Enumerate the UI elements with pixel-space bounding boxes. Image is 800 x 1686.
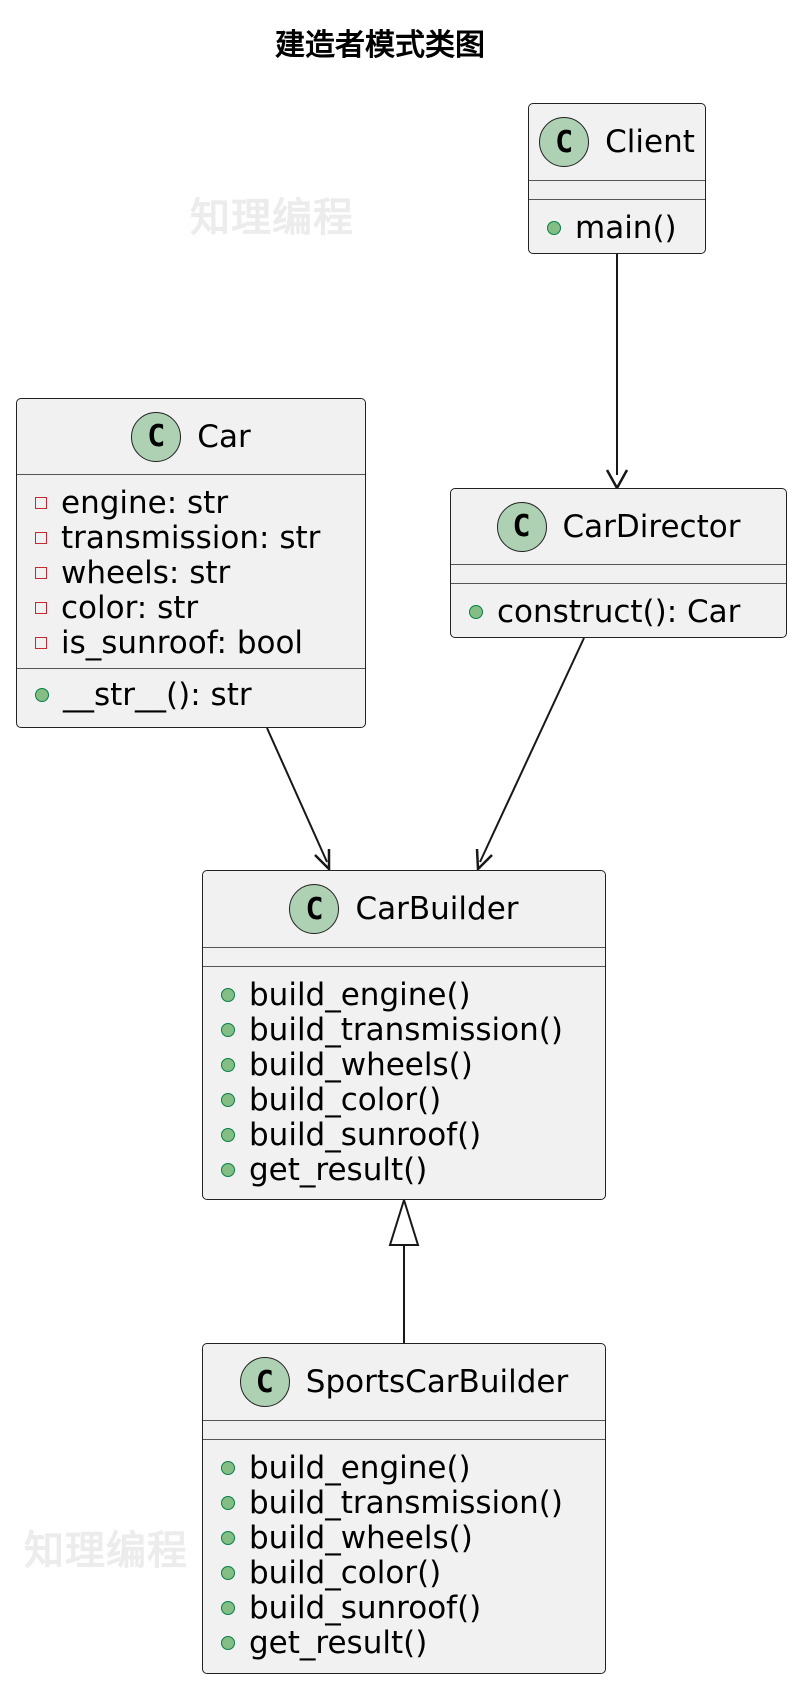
watermark-bottom: 知理编程 (24, 1528, 188, 1574)
method-row: build_wheels() (203, 1520, 605, 1556)
method-row: build_engine() (203, 977, 605, 1013)
class-sports-car-builder: C SportsCarBuilder build_engine() build_… (202, 1343, 606, 1674)
private-field-icon (35, 636, 47, 649)
public-method-icon (221, 1600, 235, 1615)
public-method-icon (221, 987, 235, 1002)
arrowhead-director-builder (475, 848, 493, 872)
link-director-builder (479, 637, 585, 863)
attribute-section: engine: str transmission: str wheels: st… (17, 475, 365, 669)
public-method-icon (221, 1530, 235, 1545)
public-method-icon (221, 1495, 235, 1510)
class-name: Car (197, 418, 251, 455)
class-header: C CarDirector (451, 489, 786, 565)
private-field-icon (35, 496, 47, 509)
inheritance-triangle (388, 1196, 420, 1246)
class-badge-icon: C (239, 1357, 290, 1407)
public-method-icon (221, 1092, 235, 1107)
public-method-icon (469, 604, 483, 619)
method-row: build_sunroof() (203, 1590, 605, 1626)
class-header: C CarBuilder (203, 871, 605, 948)
class-header: C Client (529, 104, 705, 181)
class-name: CarBuilder (355, 891, 519, 927)
method-row: get_result() (203, 1152, 605, 1188)
method-section: construct(): Car (451, 584, 786, 630)
method-section: main() (529, 200, 705, 246)
private-field-icon (35, 566, 47, 579)
public-method-icon (221, 1057, 235, 1072)
attribute-row: wheels: str (17, 555, 365, 591)
method-row: build_color() (203, 1082, 605, 1118)
method-section: build_engine() build_transmission() buil… (203, 967, 605, 1188)
public-method-icon (547, 220, 561, 235)
method-row: build_engine() (203, 1450, 605, 1486)
class-name: Client (605, 124, 695, 160)
method-row: get_result() (203, 1625, 605, 1661)
class-car: C Car engine: str transmission: str whee… (16, 398, 366, 728)
public-method-icon (221, 1635, 235, 1650)
class-badge-icon: C (539, 117, 590, 167)
public-method-icon (35, 687, 49, 702)
private-field-icon (35, 601, 47, 614)
class-badge-icon: C (289, 884, 340, 934)
attribute-row: transmission: str (17, 520, 365, 556)
method-row: construct(): Car (451, 594, 786, 630)
class-name: CarDirector (562, 508, 741, 545)
public-method-icon (221, 1460, 235, 1475)
attribute-row: is_sunroof: bool (17, 625, 365, 661)
public-method-icon (221, 1022, 235, 1037)
class-client: C Client main() (528, 103, 706, 254)
arrowhead-car-builder (314, 849, 331, 873)
method-row: main() (529, 210, 705, 246)
private-field-icon (35, 531, 47, 544)
method-row: build_transmission() (203, 1485, 605, 1521)
method-row: __str__(): str (17, 677, 365, 713)
public-method-icon (221, 1127, 235, 1142)
attribute-section (451, 565, 786, 584)
class-header: C SportsCarBuilder (203, 1344, 605, 1421)
public-method-icon (221, 1162, 235, 1177)
attribute-row: color: str (17, 590, 365, 626)
attribute-section (529, 181, 705, 200)
class-car-director: C CarDirector construct(): Car (450, 488, 787, 638)
method-row: build_color() (203, 1555, 605, 1591)
method-row: build_sunroof() (203, 1117, 605, 1153)
link-car-builder (266, 727, 328, 863)
diagram-title: 建造者模式类图 (275, 28, 485, 63)
class-badge-icon: C (496, 501, 547, 552)
class-car-builder: C CarBuilder build_engine() build_transm… (202, 870, 606, 1200)
class-header: C Car (17, 399, 365, 475)
method-section: __str__(): str (17, 669, 365, 713)
class-name: SportsCarBuilder (305, 1364, 569, 1400)
public-method-icon (221, 1565, 235, 1580)
class-badge-icon: C (131, 411, 182, 462)
method-row: build_wheels() (203, 1047, 605, 1083)
method-row: build_transmission() (203, 1012, 605, 1048)
watermark-top: 知理编程 (190, 195, 354, 241)
attribute-row: engine: str (17, 485, 365, 521)
method-section: build_engine() build_transmission() buil… (203, 1440, 605, 1661)
attribute-section (203, 948, 605, 967)
attribute-section (203, 1421, 605, 1440)
